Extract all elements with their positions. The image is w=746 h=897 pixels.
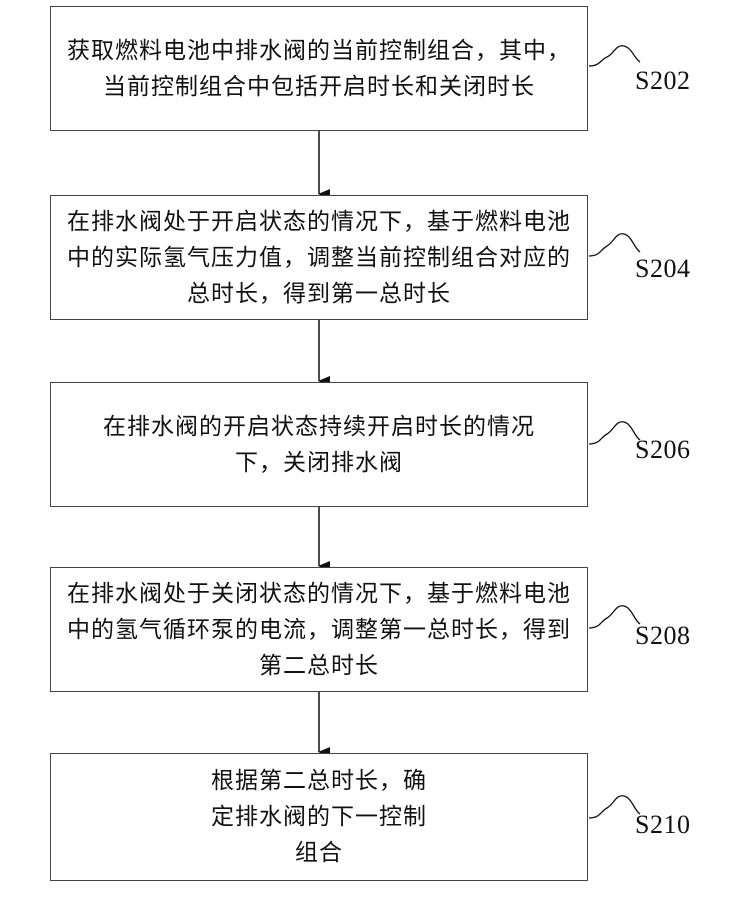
leader-squiggle-s208 bbox=[589, 606, 640, 628]
step-box-s208: 在排水阀处于关闭状态的情况下，基于燃料电池中的氢气循环泵的电流，调整第一总时长，… bbox=[50, 567, 588, 692]
leader-squiggle-s210 bbox=[589, 796, 640, 818]
step-box-s210: 根据第二总时长，确定排水阀的下一控制组合 bbox=[50, 753, 588, 881]
leader-squiggle-s202 bbox=[589, 46, 640, 66]
step-text-s210: 根据第二总时长，确定排水阀的下一控制组合 bbox=[51, 763, 587, 871]
leader-squiggle-s204 bbox=[589, 234, 640, 256]
step-text-s206: 在排水阀的开启状态持续开启时长的情况下，关闭排水阀 bbox=[51, 409, 587, 481]
step-box-s206: 在排水阀的开启状态持续开启时长的情况下，关闭排水阀 bbox=[50, 382, 588, 507]
step-box-s202: 获取燃料电池中排水阀的当前控制组合，其中，当前控制组合中包括开启时长和关闭时长 bbox=[50, 6, 588, 131]
leader-squiggle-s206 bbox=[589, 422, 640, 444]
step-label-s202: S202 bbox=[635, 66, 690, 96]
step-text-s204: 在排水阀处于开启状态的情况下，基于燃料电池中的实际氢气压力值，调整当前控制组合对… bbox=[51, 204, 587, 312]
step-label-s206: S206 bbox=[635, 435, 690, 465]
step-box-s204: 在排水阀处于开启状态的情况下，基于燃料电池中的实际氢气压力值，调整当前控制组合对… bbox=[50, 195, 588, 320]
step-label-s204: S204 bbox=[635, 254, 690, 284]
step-label-s208: S208 bbox=[635, 621, 690, 651]
step-text-s208: 在排水阀处于关闭状态的情况下，基于燃料电池中的氢气循环泵的电流，调整第一总时长，… bbox=[51, 576, 587, 684]
step-label-s210: S210 bbox=[635, 810, 690, 840]
step-text-s202: 获取燃料电池中排水阀的当前控制组合，其中，当前控制组合中包括开启时长和关闭时长 bbox=[51, 33, 587, 105]
